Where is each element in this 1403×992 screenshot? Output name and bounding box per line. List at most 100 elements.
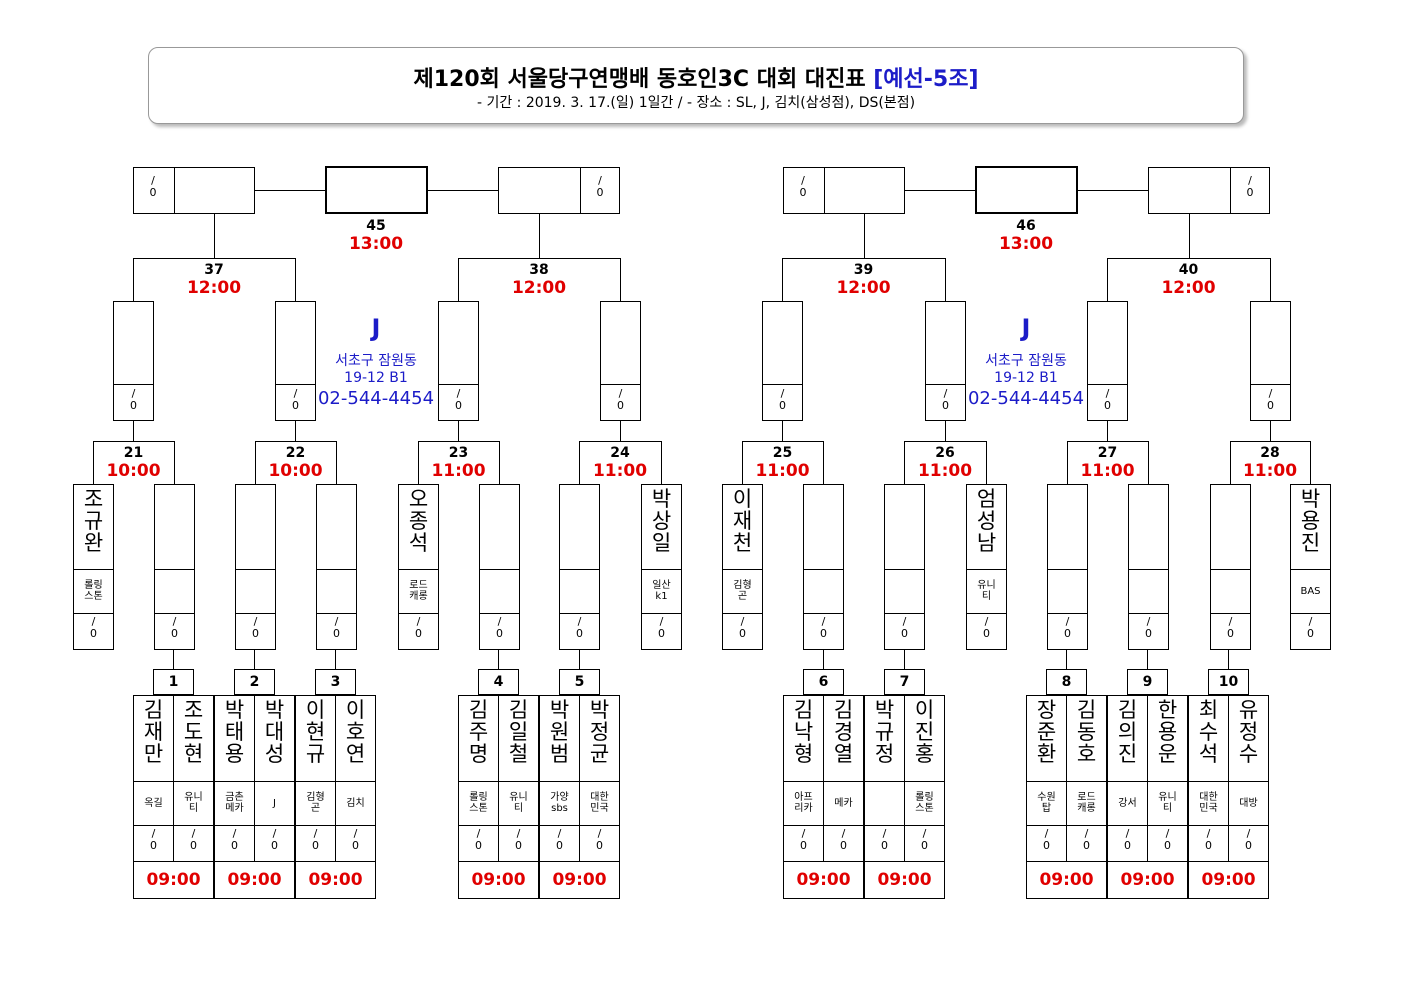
connector-line [1026, 781, 1107, 782]
connector-line [884, 569, 925, 570]
player-slot [1210, 484, 1251, 650]
winner-box [325, 166, 428, 214]
connector-line [600, 384, 641, 385]
match-time: 11:00 [431, 461, 486, 481]
match-number: 46 [1016, 218, 1036, 234]
player-name: 김 재 만 [143, 698, 164, 766]
connector-line [1290, 613, 1331, 614]
player-score: / 0 [515, 827, 522, 852]
connector-line [174, 167, 175, 214]
connector-line [905, 190, 975, 191]
connector-line [864, 214, 865, 258]
player-score: / 0 [1083, 827, 1090, 852]
player-name: 이 진 홍 [914, 698, 935, 766]
connector-line [1188, 825, 1269, 826]
connector-line [1078, 190, 1148, 191]
connector-line [133, 781, 214, 782]
match-number-box [234, 669, 275, 695]
connector-line [1147, 650, 1148, 669]
player-club: 대방 [1239, 797, 1258, 809]
player-slot [316, 484, 357, 650]
player-slot [73, 484, 114, 650]
player-slot [1128, 484, 1169, 650]
match-number: 5 [574, 674, 585, 690]
player-name: 오 종 석 [408, 487, 429, 555]
match-time: 11:00 [592, 461, 648, 481]
player-score: / 0 [983, 615, 990, 640]
page-subtitle: - 기간 : 2019. 3. 17.(일) 1일간 / - 장소 : SL, … [476, 95, 916, 111]
player-club: 대한 민국 [590, 792, 609, 814]
player-name: 김 낙 형 [793, 698, 814, 766]
player-score: / 0 [415, 615, 422, 640]
player-name: 박 대 성 [264, 698, 285, 766]
match-number-box [153, 669, 194, 695]
player-club: 김치 [346, 797, 365, 809]
player-club: 김형 곤 [306, 792, 325, 814]
connector-line [1047, 613, 1088, 614]
player-slot [275, 301, 316, 421]
player-score: / 0 [820, 615, 827, 640]
finalist-slot [133, 167, 255, 214]
player-slot [600, 301, 641, 421]
connector-line [295, 421, 296, 441]
player-slot [762, 301, 803, 421]
player-slot [925, 301, 966, 421]
player-score: / 0 [658, 615, 665, 640]
match-time: 12:00 [186, 278, 242, 298]
connector-line [1189, 214, 1190, 258]
player-club: 가양 sbs [550, 792, 569, 814]
connector-line [904, 441, 905, 484]
match-time: 09:00 [877, 870, 932, 890]
match-number-box [1127, 669, 1168, 695]
venue-address: 서초구 잠원동 [335, 353, 417, 369]
connector-line [864, 781, 945, 782]
connector-line [783, 781, 864, 782]
player-name: 조 도 현 [183, 698, 204, 766]
player-name: 김 주 명 [468, 698, 489, 766]
connector-line [925, 384, 966, 385]
connector-line [904, 441, 986, 442]
connector-line [214, 214, 215, 258]
connector-line [864, 825, 945, 826]
connector-line [1087, 384, 1128, 385]
connector-line [499, 441, 500, 484]
player-name: 조 규 완 [83, 487, 104, 555]
match-number: 1 [168, 674, 179, 690]
connector-line [803, 569, 844, 570]
connector-line [539, 214, 540, 258]
connector-line [254, 650, 255, 669]
finalist-slot [783, 167, 905, 214]
connector-line [823, 441, 824, 484]
venue-address: 19-12 B1 [994, 370, 1058, 386]
match-time: 09:00 [227, 870, 282, 890]
connector-line [1128, 569, 1169, 570]
venue-address: 19-12 B1 [344, 370, 408, 386]
match-time: 12:00 [1161, 278, 1216, 298]
connector-line [945, 421, 946, 441]
player-club: 롤링 스톤 [469, 792, 488, 814]
player-name: 한 용 운 [1157, 698, 1178, 766]
player-score: / 0 [1227, 615, 1234, 640]
connector-line [295, 825, 376, 826]
player-slot [1290, 484, 1331, 650]
player-slot [235, 484, 276, 650]
finalist-slot [1148, 167, 1270, 214]
connector-line [214, 781, 295, 782]
player-score: / 0 [556, 827, 563, 852]
match-time: 09:00 [1201, 870, 1256, 890]
connector-line [904, 650, 905, 669]
connector-line [235, 613, 276, 614]
connector-line [722, 569, 763, 570]
player-name: 최 수 석 [1198, 698, 1219, 766]
connector-line [1066, 650, 1067, 669]
match-time: 13:00 [998, 234, 1054, 254]
match-time: 09:00 [1039, 870, 1094, 890]
connector-line [559, 613, 600, 614]
connector-line [336, 441, 337, 484]
connector-line [1026, 861, 1107, 862]
connector-line [884, 613, 925, 614]
match-number: 40 [1178, 262, 1199, 278]
player-score: / 0 [475, 827, 482, 852]
connector-line [539, 781, 620, 782]
player-slot [966, 484, 1007, 650]
